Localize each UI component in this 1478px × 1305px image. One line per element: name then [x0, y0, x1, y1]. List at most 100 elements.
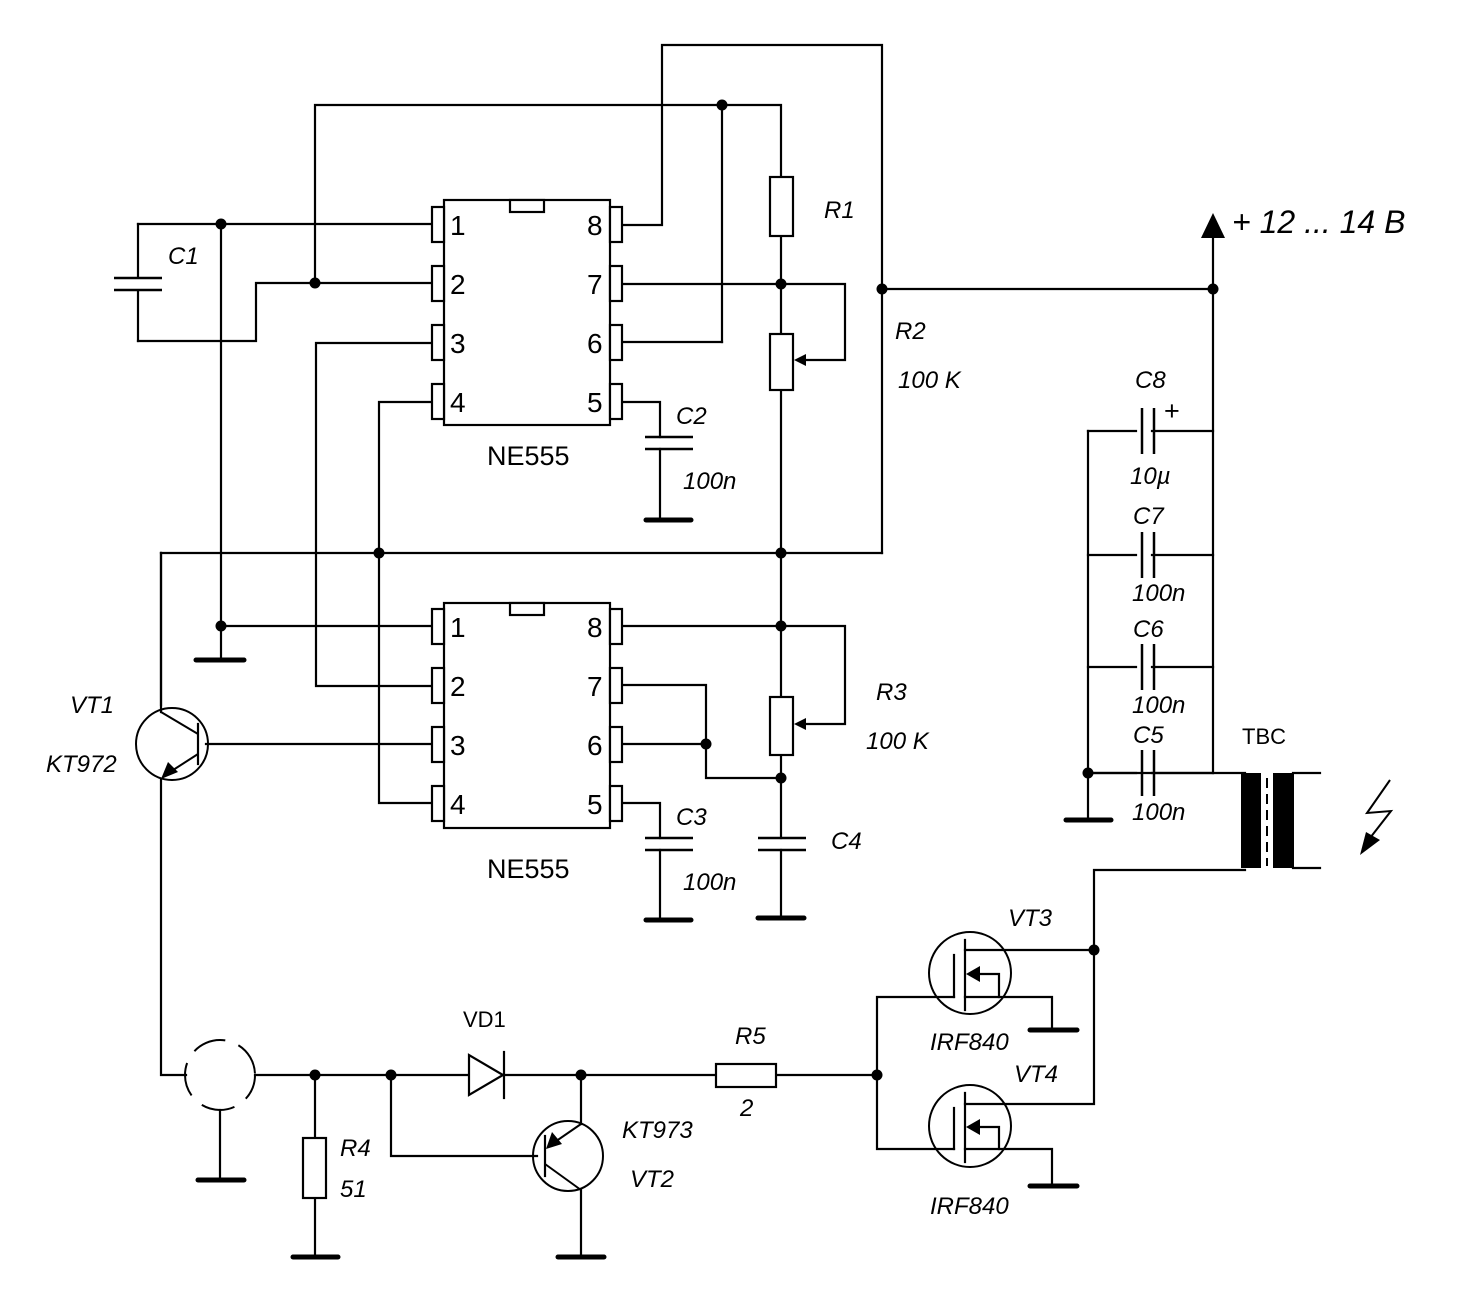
- resistor-value: 2: [739, 1095, 753, 1122]
- emitter-arrow-icon: [546, 1132, 562, 1149]
- supply-arrow-icon: [1201, 213, 1225, 238]
- wiper-arrow-icon: [794, 718, 806, 730]
- ic-u2: 1 2 3 4 8 7 6 5 NE555: [430, 601, 624, 884]
- junction-dot: [215, 620, 227, 632]
- resistor-value: 100 K: [866, 728, 930, 755]
- ic-part-label: NE555: [487, 441, 570, 471]
- ic-pin: [608, 784, 624, 823]
- coax-connector: [184, 1039, 256, 1111]
- junction-dot: [716, 99, 728, 111]
- resistor-ref: R2: [895, 318, 926, 345]
- junctions: [215, 99, 1219, 1081]
- resistor-ref: R1: [824, 197, 855, 224]
- resistor-r2: R2 100 K: [768, 318, 962, 394]
- junction-dot: [385, 1069, 397, 1081]
- capacitor-c8: C8 + 10µ: [1130, 367, 1180, 490]
- capacitor-ref: C8: [1135, 367, 1166, 394]
- ic-pin: [608, 323, 624, 362]
- mosfet-body-lead: [976, 1125, 1001, 1151]
- resistor-body: [768, 695, 795, 757]
- transistor-part: KT973: [622, 1117, 693, 1144]
- resistor-body: [714, 1062, 778, 1089]
- capacitor-ref: C7: [1133, 503, 1165, 530]
- ic-notch: [508, 198, 546, 214]
- resistor-body: [768, 175, 795, 238]
- transistor-body: [532, 1120, 604, 1192]
- ic-pin: [430, 382, 446, 421]
- pin-number: 5: [587, 387, 603, 418]
- transistor-vt2: KT973 VT2: [532, 1117, 693, 1193]
- coax-shield: [184, 1039, 256, 1111]
- junction-dot: [1082, 767, 1094, 779]
- capacitor-c2: C2 100n: [645, 403, 736, 495]
- capacitor-c5: C5 100n: [1132, 722, 1185, 826]
- transistor-collector: [160, 711, 199, 735]
- mosfet-body-lead: [976, 972, 1001, 999]
- ic-pin: [608, 205, 624, 244]
- junction-dot: [700, 738, 712, 750]
- junction-dot: [309, 277, 321, 289]
- diode-body: [467, 1053, 506, 1097]
- transistor-part: IRF840: [930, 1193, 1009, 1220]
- ic-body: [442, 601, 612, 830]
- junction-dot: [215, 218, 227, 230]
- capacitor-ref: C3: [676, 804, 707, 831]
- wiper-arrow-icon: [794, 354, 806, 366]
- emitter-arrow-icon: [161, 762, 178, 779]
- ic-pin: [608, 382, 624, 421]
- capacitor-polarity: +: [1164, 396, 1180, 426]
- pin-number: 7: [587, 671, 603, 702]
- pin-number: 4: [450, 387, 466, 418]
- pin-number: 1: [450, 210, 466, 241]
- junction-dot: [1088, 944, 1100, 956]
- transistor-ref: VT2: [630, 1166, 674, 1193]
- ic-pin: [608, 607, 624, 646]
- resistor-value: 51: [340, 1176, 367, 1203]
- pin-number: 2: [450, 671, 466, 702]
- junction-dot: [373, 547, 385, 559]
- capacitor-value: 10µ: [1130, 463, 1171, 490]
- capacitor-value: 100n: [683, 468, 736, 495]
- pin-number: 3: [450, 328, 466, 359]
- junction-dot: [876, 283, 888, 295]
- transformer-ref: TBC: [1242, 724, 1286, 749]
- junction-dot: [1207, 283, 1219, 295]
- transistor-body: [928, 1084, 1012, 1168]
- mosfet-arrow-icon: [966, 1119, 980, 1135]
- junction-dot: [775, 772, 787, 784]
- transformer-winding-primary: [1241, 773, 1261, 868]
- pin-number: 6: [587, 730, 603, 761]
- transformer-tbc: TBC: [1241, 724, 1294, 868]
- ic-pin: [430, 264, 446, 303]
- capacitor-c6: C6 100n: [1132, 616, 1185, 719]
- transistor-ref: VT4: [1014, 1061, 1058, 1088]
- capacitor-ref: C5: [1133, 722, 1164, 749]
- capacitor-value: 100n: [1132, 692, 1185, 719]
- resistor-ref: R4: [340, 1135, 371, 1162]
- resistor-ref: R3: [876, 679, 907, 706]
- ic-pin: [430, 725, 446, 764]
- junction-dot: [871, 1069, 883, 1081]
- transistor-ref: VT3: [1008, 905, 1053, 932]
- pin-number: 8: [587, 210, 603, 241]
- supply-terminal: + 12 ... 14 В: [1201, 204, 1405, 240]
- transistor-vt4: VT4 IRF840: [928, 1061, 1058, 1220]
- ic-body: [442, 198, 612, 427]
- capacitor-c7: C7 100n: [1132, 503, 1185, 607]
- pin-number: 4: [450, 789, 466, 820]
- capacitor-ref: C1: [168, 243, 199, 270]
- capacitor-ref: C6: [1133, 616, 1164, 643]
- ground-symbols: [193, 517, 1114, 1260]
- capacitor-c4: C4: [758, 828, 862, 855]
- ic-pin: [430, 607, 446, 646]
- resistor-body: [768, 332, 795, 392]
- resistor-r4: R4 51: [301, 1135, 371, 1203]
- ic-pin: [608, 666, 624, 705]
- resistor-r1: R1: [768, 175, 855, 238]
- ic-pin: [608, 264, 624, 303]
- pin-number: 1: [450, 612, 466, 643]
- capacitor-ref: C2: [676, 403, 707, 430]
- diode-ref: VD1: [463, 1007, 506, 1032]
- pin-number: 6: [587, 328, 603, 359]
- capacitor-value: 100n: [683, 869, 736, 896]
